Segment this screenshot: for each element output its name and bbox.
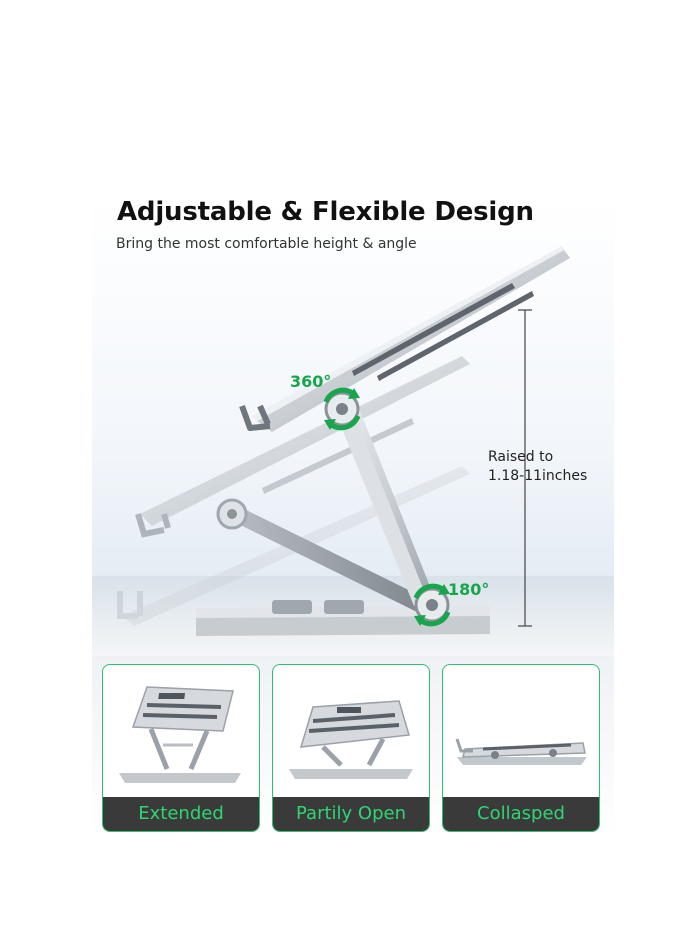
hinge-top-rotate-icon (323, 387, 361, 431)
angle-label-top: 360° (290, 372, 332, 391)
raise-label-line2: 1.18-11inches (488, 468, 588, 484)
mode-label-collapsed: Collasped (443, 797, 599, 831)
support-arms (216, 396, 437, 612)
partly-open-stand-image (289, 700, 413, 779)
mode-card-collapsed: Collasped (442, 664, 600, 832)
angle-label-bottom: 180° (448, 580, 490, 599)
hinge-bottom-rotate-icon (413, 583, 451, 627)
middle-platform (135, 356, 470, 538)
stand-hero-illustration (117, 246, 570, 636)
raise-range-label: Raised to 1.18-11inches (488, 448, 587, 486)
page-subtitle: Bring the most comfortable height & angl… (116, 236, 417, 252)
mode-card-extended: Extended (102, 664, 260, 832)
product-infographic: Adjustable & Flexible Design Bring the m… (92, 196, 614, 838)
page-title: Adjustable & Flexible Design (117, 197, 534, 227)
height-dimension-line (518, 309, 532, 627)
collapsed-stand-image (455, 738, 587, 765)
extended-stand-image (119, 686, 241, 783)
raise-label-line1: Raised to (488, 449, 554, 465)
mode-label-partly-open: Partily Open (273, 797, 429, 831)
mode-card-partly-open: Partily Open (272, 664, 430, 832)
mode-label-extended: Extended (103, 797, 259, 831)
top-platform (239, 246, 570, 432)
